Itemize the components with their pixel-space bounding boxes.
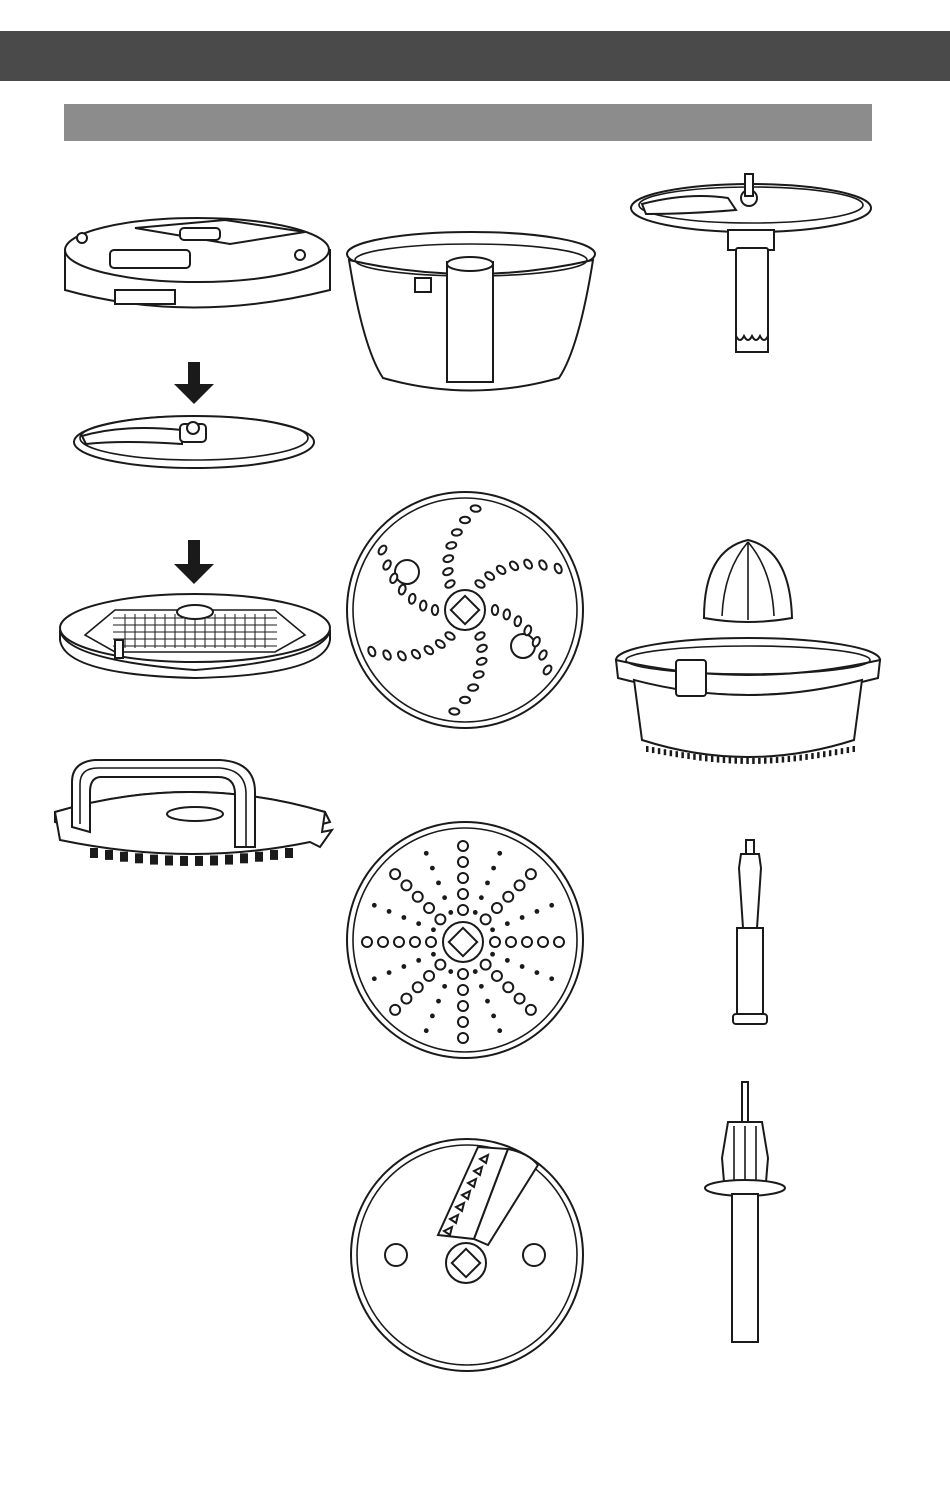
mini-bowl-icon bbox=[343, 228, 599, 398]
stem-icon bbox=[725, 838, 775, 1033]
dicing-lid-icon bbox=[60, 210, 335, 320]
section-bar bbox=[64, 104, 872, 141]
cleaning-tool-icon bbox=[50, 752, 335, 872]
slicing-disc-icon bbox=[72, 410, 317, 470]
drive-adapter-icon bbox=[700, 1078, 790, 1348]
citrus-press-icon bbox=[612, 530, 884, 770]
header-bar bbox=[0, 31, 950, 81]
arrow-down-icon bbox=[172, 362, 216, 406]
fine-shredding-disc-icon bbox=[345, 820, 585, 1060]
adjustable-slicing-disc-icon bbox=[628, 168, 874, 363]
arrow-down-icon bbox=[172, 540, 216, 586]
dicing-grid-icon bbox=[55, 590, 335, 680]
shredding-disc-icon bbox=[345, 490, 585, 730]
julienne-disc-icon bbox=[348, 1135, 586, 1375]
